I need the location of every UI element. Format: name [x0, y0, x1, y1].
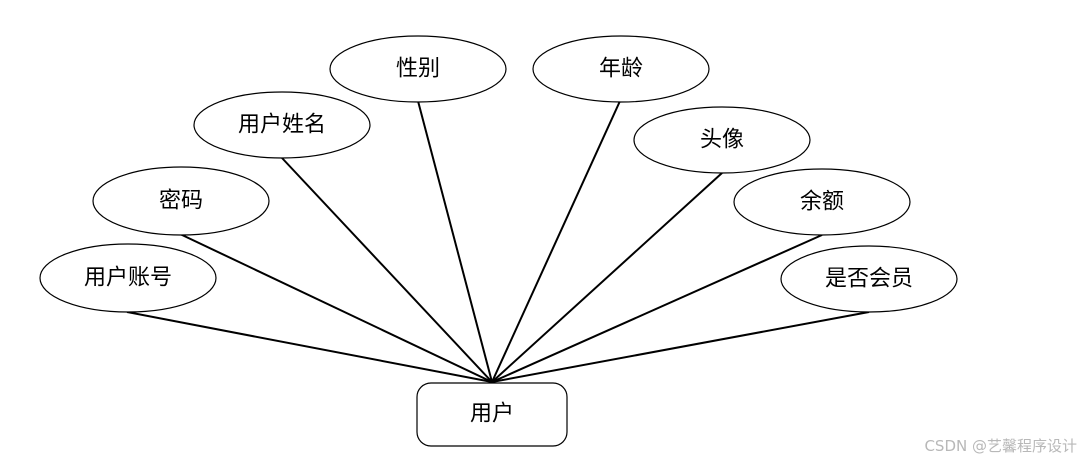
attribute-password-ellipse	[92, 166, 270, 236]
attribute-gender: 性别	[329, 35, 507, 103]
attribute-nodes: 用户账号 密码 用户姓名 性别 年龄 头像 余额 是否会员	[39, 35, 958, 313]
watermark-text: CSDN @艺馨程序设计	[924, 437, 1077, 455]
attribute-avatar-label: 头像	[700, 128, 744, 153]
attribute-password: 密码	[92, 166, 270, 236]
line-username	[281, 157, 493, 383]
relationship-lines	[126, 100, 870, 383]
attribute-username-ellipse	[193, 91, 371, 159]
attribute-age: 年龄	[532, 35, 710, 103]
attribute-gender-ellipse	[329, 35, 507, 103]
attribute-account-label: 用户账号	[84, 266, 172, 291]
attribute-avatar: 头像	[633, 106, 811, 174]
attribute-account-ellipse	[39, 243, 217, 313]
attribute-member-ellipse	[780, 245, 958, 313]
attribute-age-ellipse	[532, 35, 710, 103]
line-member	[491, 311, 870, 383]
attribute-age-label: 年龄	[599, 57, 643, 82]
attribute-balance: 余额	[733, 168, 911, 236]
attribute-member: 是否会员	[780, 245, 958, 313]
attribute-account: 用户账号	[39, 243, 217, 313]
attribute-username-label: 用户姓名	[238, 113, 326, 138]
attribute-balance-label: 余额	[800, 190, 844, 215]
attribute-avatar-ellipse	[633, 106, 811, 174]
entity-user: 用户	[416, 382, 568, 447]
attribute-balance-ellipse	[733, 168, 911, 236]
entity-user-box	[416, 382, 568, 447]
attribute-password-label: 密码	[159, 189, 203, 214]
line-password	[179, 233, 493, 383]
line-avatar	[491, 172, 723, 383]
attribute-gender-label: 性别	[396, 57, 440, 82]
entity-user-label: 用户	[470, 402, 514, 427]
attribute-username: 用户姓名	[193, 91, 371, 159]
line-gender	[417, 100, 493, 383]
line-account	[126, 311, 493, 383]
line-age	[491, 100, 621, 383]
line-balance	[491, 234, 823, 383]
attribute-member-label: 是否会员	[825, 267, 913, 292]
